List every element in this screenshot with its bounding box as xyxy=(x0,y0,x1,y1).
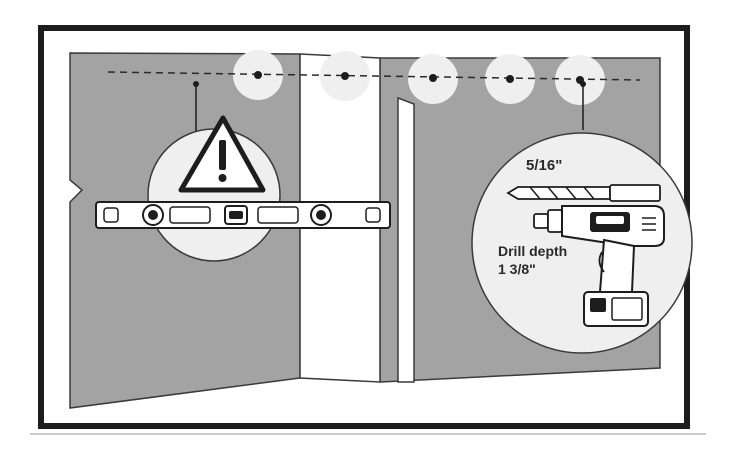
warning-triangle-icon xyxy=(178,115,266,193)
cordless-drill-icon xyxy=(533,205,665,327)
level-guide-line xyxy=(107,71,641,81)
drill-pointer xyxy=(580,81,586,130)
drill-depth-label: Drill depth xyxy=(498,243,567,259)
bit-size-label: 5/16" xyxy=(526,157,562,174)
spirit-level-icon xyxy=(95,201,391,229)
drill-point-dots xyxy=(254,71,584,84)
drill-depth-value: 1 3/8" xyxy=(498,261,536,277)
drill-bit-icon xyxy=(506,184,661,202)
